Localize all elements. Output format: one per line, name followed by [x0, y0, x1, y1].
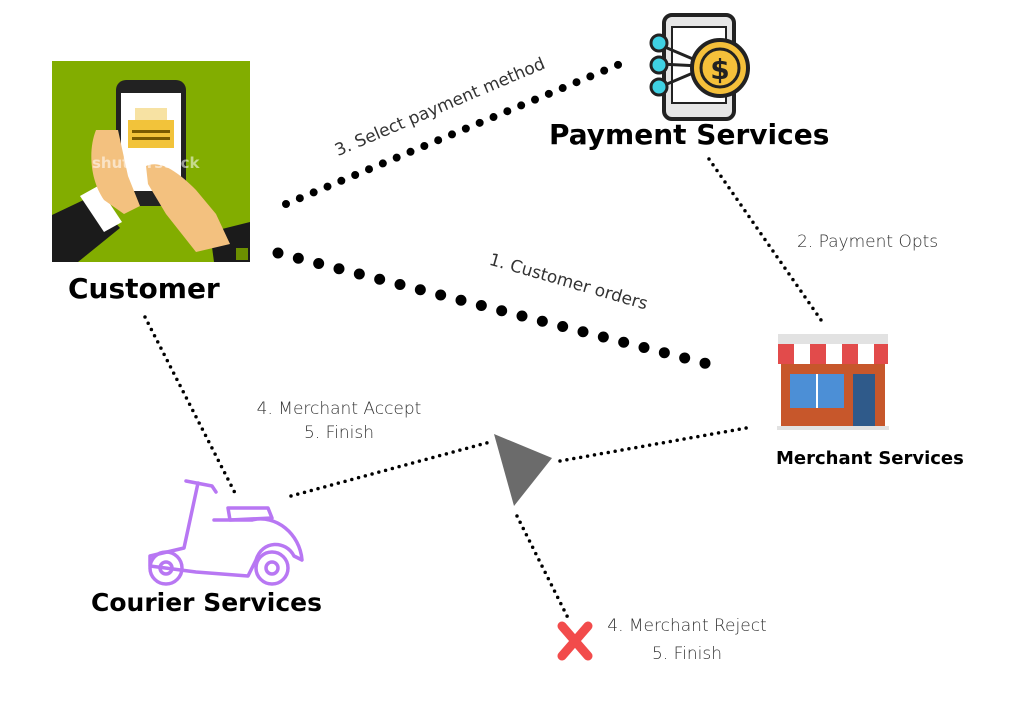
- triangle-decision-icon: [494, 434, 552, 506]
- x-reject-icon: [557, 621, 593, 661]
- payment-server-dollar-icon: $: [649, 13, 750, 121]
- edge-label-merchant-accept-group: 4. Merchant Accept 5. Finish: [232, 397, 446, 445]
- connector-customer-merchant: [272, 247, 718, 371]
- edge-label-payment-opts: 2. Payment Opts: [797, 232, 939, 252]
- node-title-customer: Customer: [68, 272, 220, 305]
- node-title-payment: Payment Services: [549, 118, 830, 151]
- edge-label-accept-finish: 5. Finish: [303, 423, 375, 443]
- edge-label-reject-finish: 5. Finish: [651, 644, 723, 664]
- connector-decision-reject: [515, 514, 570, 620]
- connector-payment-merchant: [707, 157, 823, 322]
- connector-courier-decision: [289, 440, 492, 498]
- storefront-icon: [777, 334, 889, 430]
- svg-text:$: $: [710, 53, 729, 86]
- connector-merchant-decision: [558, 425, 754, 463]
- connector-customer-payment: [282, 60, 624, 208]
- customer-image: shutterstock: [52, 61, 250, 262]
- scooter-icon: [148, 479, 304, 586]
- watermark-text: shutterstock: [92, 154, 200, 172]
- edge-label-merchant-reject: 4. Merchant Reject: [607, 616, 767, 636]
- edge-label-customer-orders: 1. Customer orders: [487, 250, 650, 314]
- edge-label-merchant-reject-group: 4. Merchant Reject 5. Finish: [594, 612, 780, 668]
- connector-customer-courier: [143, 315, 237, 495]
- node-title-courier: Courier Services: [91, 588, 323, 617]
- edge-label-select-payment: 3. Select payment method: [332, 54, 548, 161]
- edge-label-merchant-accept: 4. Merchant Accept: [256, 399, 422, 419]
- node-title-merchant: Merchant Services: [776, 448, 964, 469]
